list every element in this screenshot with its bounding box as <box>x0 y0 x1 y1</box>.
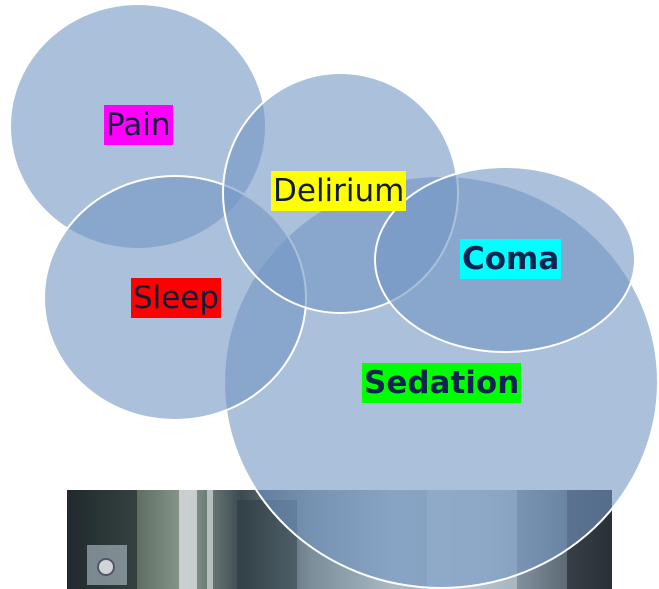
iv-pole <box>179 490 197 589</box>
label-delirium: Delirium <box>271 171 406 211</box>
label-sedation: Sedation <box>362 363 521 403</box>
label-pain: Pain <box>104 105 173 145</box>
label-coma: Coma <box>460 239 561 279</box>
gauge-knob <box>97 558 115 576</box>
label-sleep: Sleep <box>131 278 221 318</box>
iv-tube <box>207 490 213 589</box>
